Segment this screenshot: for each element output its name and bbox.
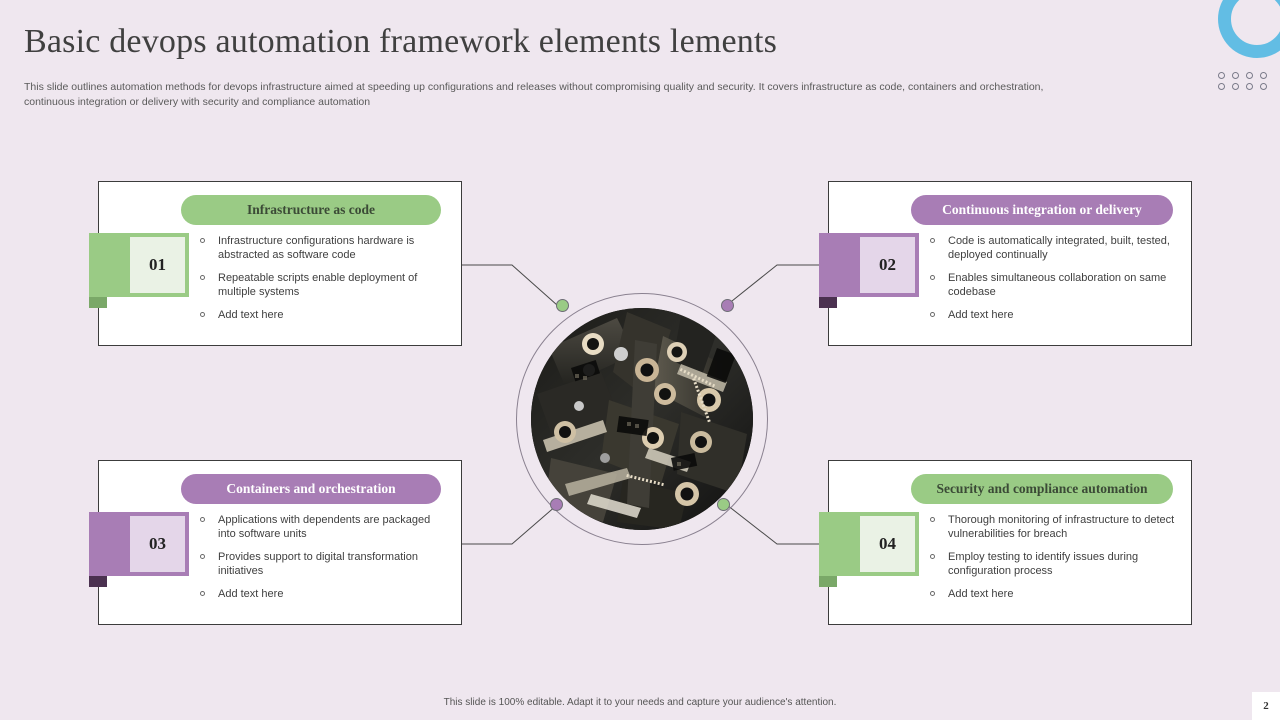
- deco-dot: [1218, 83, 1225, 90]
- card-02-heading: Continuous integration or delivery: [911, 195, 1173, 225]
- list-item: Infrastructure configurations hardware i…: [197, 234, 447, 262]
- badge-03-shadow: [89, 574, 107, 587]
- list-item: Enables simultaneous collaboration on sa…: [927, 271, 1177, 299]
- list-item: Add text here: [197, 308, 447, 322]
- list-item: Add text here: [927, 308, 1177, 322]
- list-item: Provides support to digital transformati…: [197, 550, 447, 578]
- list-item: Add text here: [927, 587, 1177, 601]
- list-item: Add text here: [197, 587, 447, 601]
- badge-04-shadow: [819, 574, 837, 587]
- hub-node-04: [717, 498, 730, 511]
- card-02-bullets: Code is automatically integrated, built,…: [927, 234, 1177, 331]
- footer-note: This slide is 100% editable. Adapt it to…: [443, 697, 837, 708]
- hub-node-03: [550, 498, 563, 511]
- hub-outer-ring: [516, 293, 768, 545]
- deco-dot: [1218, 72, 1225, 79]
- deco-dot: [1232, 83, 1239, 90]
- badge-01-shadow: [89, 295, 107, 308]
- ring-decoration-icon: [1218, 0, 1280, 58]
- badge-04-number: 04: [860, 516, 915, 572]
- card-04-bullets: Thorough monitoring of infrastructure to…: [927, 513, 1177, 610]
- page-number: 2: [1252, 692, 1280, 720]
- hub-node-02: [721, 299, 734, 312]
- card-04-heading: Security and compliance automation: [911, 474, 1173, 504]
- deco-dot: [1260, 72, 1267, 79]
- badge-02-shadow: [819, 295, 837, 308]
- deco-dot: [1246, 83, 1253, 90]
- dot-grid-decoration-icon: [1218, 72, 1270, 90]
- card-02[interactable]: Continuous integration or delivery Code …: [828, 181, 1192, 346]
- deco-dot: [1246, 72, 1253, 79]
- badge-04: 04: [819, 512, 919, 587]
- list-item: Thorough monitoring of infrastructure to…: [927, 513, 1177, 541]
- badge-01: 01: [89, 233, 189, 308]
- card-03-heading: Containers and orchestration: [181, 474, 441, 504]
- badge-01-number: 01: [130, 237, 185, 293]
- card-01-heading: Infrastructure as code: [181, 195, 441, 225]
- badge-03-number: 03: [130, 516, 185, 572]
- badge-03: 03: [89, 512, 189, 587]
- list-item: Repeatable scripts enable deployment of …: [197, 271, 447, 299]
- badge-02-number: 02: [860, 237, 915, 293]
- list-item: Employ testing to identify issues during…: [927, 550, 1177, 578]
- badge-02: 02: [819, 233, 919, 308]
- list-item: Code is automatically integrated, built,…: [927, 234, 1177, 262]
- card-03-bullets: Applications with dependents are package…: [197, 513, 447, 610]
- deco-dot: [1232, 72, 1239, 79]
- list-item: Applications with dependents are package…: [197, 513, 447, 541]
- page-title: Basic devops automation framework elemen…: [24, 23, 778, 60]
- card-01-bullets: Infrastructure configurations hardware i…: [197, 234, 447, 331]
- deco-dot: [1260, 83, 1267, 90]
- page-subtitle: This slide outlines automation methods f…: [24, 81, 1044, 108]
- hub-image: [531, 308, 753, 530]
- hub-node-01: [556, 299, 569, 312]
